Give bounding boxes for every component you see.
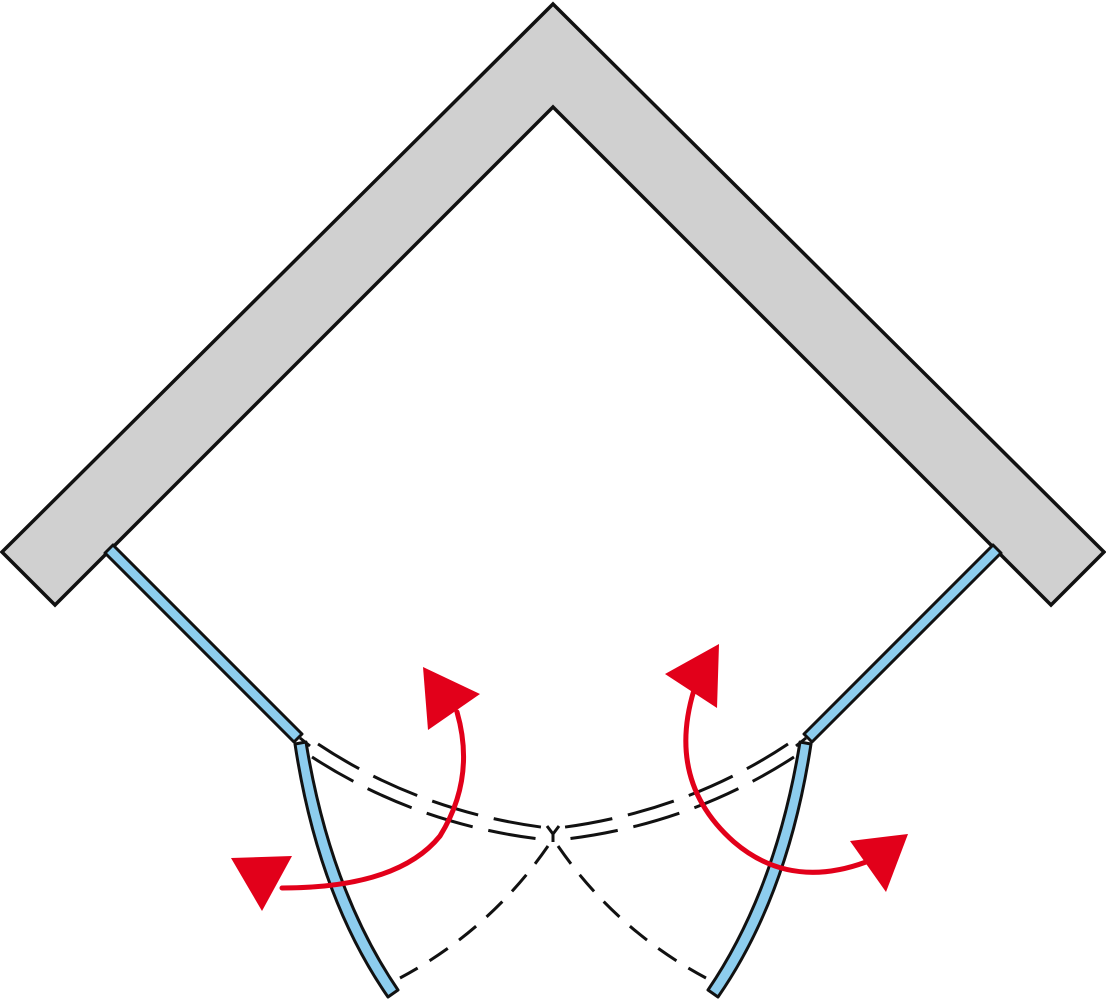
swing-arrow-icon	[665, 644, 908, 892]
door-path-outward-right	[556, 845, 707, 980]
door-meeting-mark	[545, 825, 561, 842]
door-path-inward-left	[311, 742, 549, 842]
fixed-glass-panel-left	[103, 543, 304, 744]
curved-glass-door-left	[293, 740, 400, 999]
fixed-glass-panel-right	[802, 543, 1003, 744]
swing-arrow-icon	[231, 667, 480, 911]
curved-glass-door-right	[706, 740, 813, 999]
hinge-right	[795, 736, 807, 748]
corner-wall	[0, 1, 1106, 608]
hinge-left	[299, 736, 311, 748]
door-path-inward-right	[557, 742, 795, 842]
door-path-outward-left	[399, 845, 550, 980]
